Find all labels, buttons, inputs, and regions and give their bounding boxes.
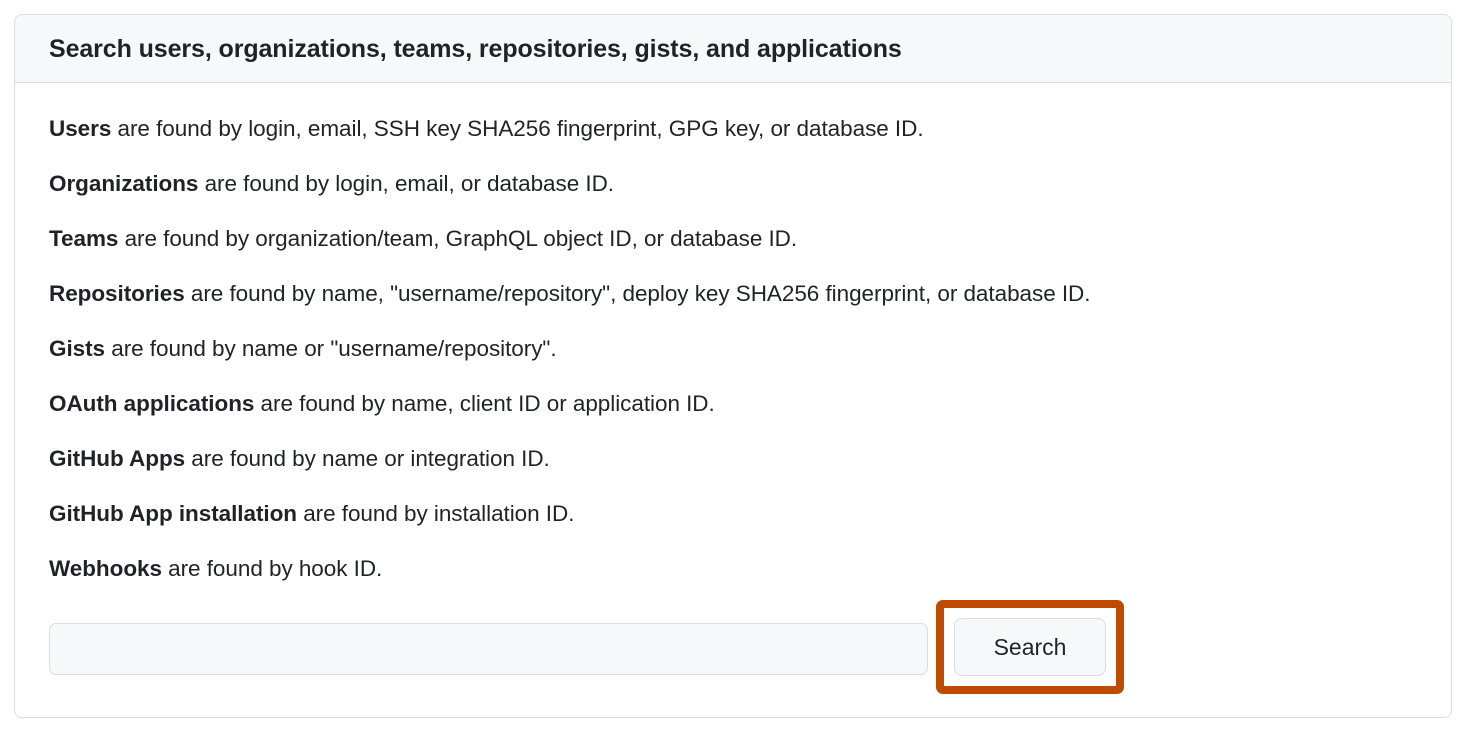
panel-header: Search users, organizations, teams, repo…: [15, 15, 1451, 83]
help-text: are found by hook ID.: [161, 556, 383, 581]
help-text: are found by organization/team, GraphQL …: [118, 226, 798, 251]
help-term: Repositories: [49, 281, 185, 306]
panel-body: Users are found by login, email, SSH key…: [15, 83, 1451, 694]
search-button[interactable]: Search: [954, 618, 1106, 676]
help-text: are found by name, client ID or applicat…: [254, 391, 715, 416]
help-term: Gists: [49, 336, 106, 361]
help-line: GitHub App installation are found by ins…: [49, 486, 1417, 541]
help-term: GitHub Apps: [49, 446, 186, 471]
help-term: OAuth applications: [49, 391, 255, 416]
page-title: Search users, organizations, teams, repo…: [49, 34, 902, 63]
help-text: are found by installation ID.: [297, 501, 575, 526]
help-term: Organizations: [49, 171, 199, 196]
search-help-panel: Search users, organizations, teams, repo…: [14, 14, 1452, 718]
search-row: Search: [49, 600, 1417, 694]
help-term: Users: [49, 116, 112, 141]
help-text: are found by name, "username/repository"…: [184, 281, 1091, 306]
help-line: GitHub Apps are found by name or integra…: [49, 431, 1417, 486]
help-line: Users are found by login, email, SSH key…: [49, 101, 1417, 156]
help-term: Teams: [49, 226, 119, 251]
help-text: are found by login, email, SSH key SHA25…: [111, 116, 924, 141]
help-line: Repositories are found by name, "usernam…: [49, 266, 1417, 321]
help-text: are found by login, email, or database I…: [198, 171, 614, 196]
help-line: Organizations are found by login, email,…: [49, 156, 1417, 211]
help-text: are found by name or integration ID.: [185, 446, 550, 471]
help-line: Webhooks are found by hook ID.: [49, 541, 1417, 596]
help-term: Webhooks: [49, 556, 162, 581]
help-line: Teams are found by organization/team, Gr…: [49, 211, 1417, 266]
help-term: GitHub App installation: [49, 501, 297, 526]
search-input[interactable]: [49, 623, 928, 675]
help-line: Gists are found by name or "username/rep…: [49, 321, 1417, 376]
help-line: OAuth applications are found by name, cl…: [49, 376, 1417, 431]
help-text: are found by name or "username/repositor…: [105, 336, 557, 361]
